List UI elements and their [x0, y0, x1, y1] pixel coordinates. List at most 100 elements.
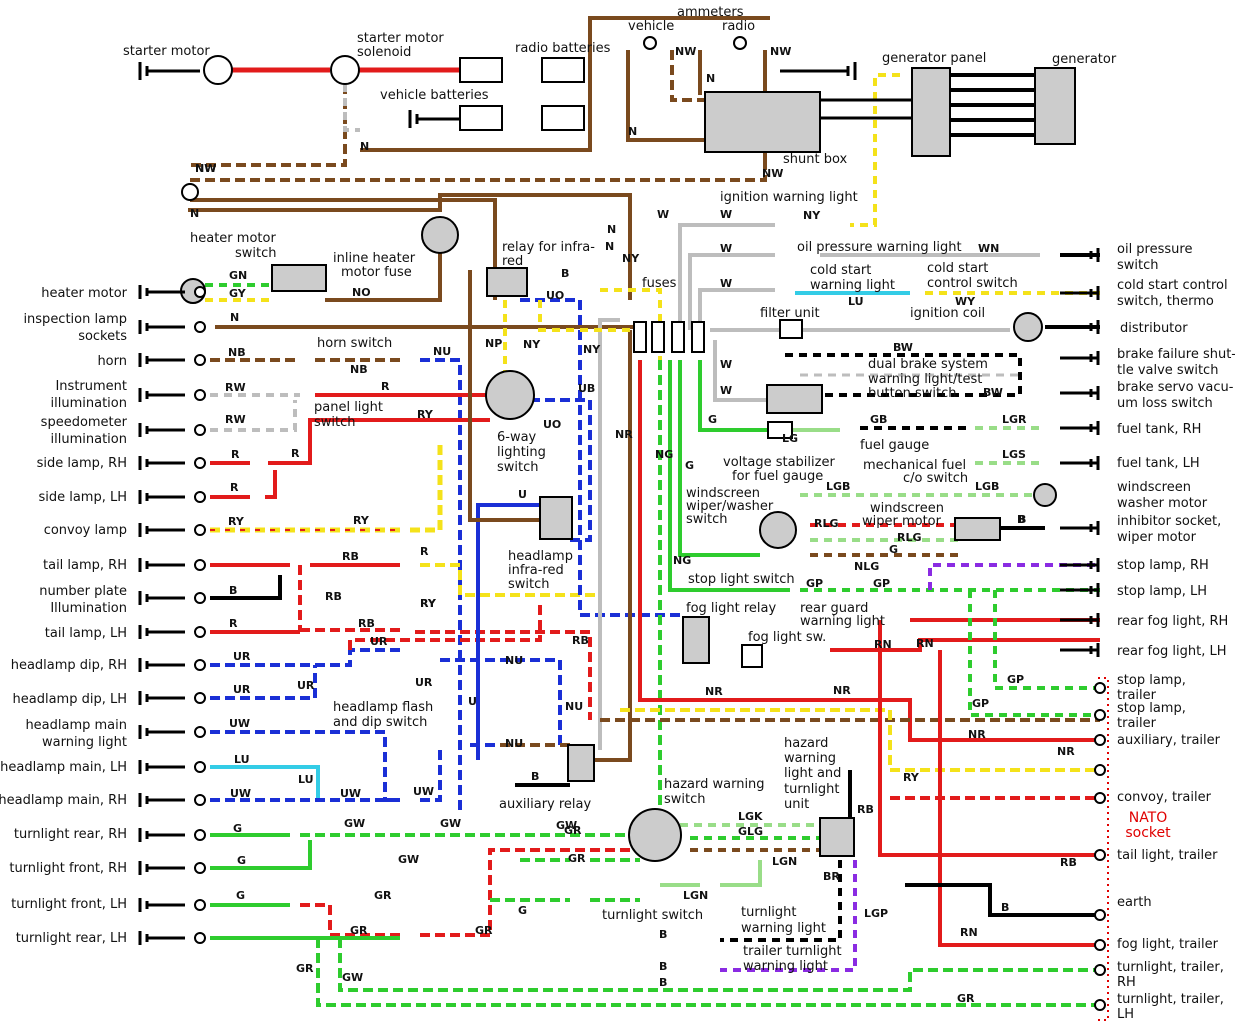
trailer-terminal-icon: [1094, 764, 1106, 776]
label-fog-switch: fog light sw.: [748, 630, 826, 645]
wire-code-label: W: [720, 384, 732, 397]
wire-code-label: NY: [803, 209, 821, 222]
earth-icon: [138, 828, 185, 842]
trailer-terminal-icon: [1094, 849, 1106, 861]
fuse-icon: [633, 321, 705, 353]
wire-code-label: RB: [358, 617, 375, 630]
wire-N-aux: [590, 330, 632, 762]
wire-code-label: GP: [972, 697, 989, 710]
wire-N-to-fuse: [188, 193, 632, 300]
earth-icon: [138, 793, 185, 807]
label-side-lamp-lh: side lamp, LH: [38, 490, 127, 505]
label-inline-fuse-2: motor fuse: [341, 265, 412, 280]
earth-icon: [138, 898, 185, 912]
earth-icon: [1060, 613, 1100, 627]
lamp-icon: [194, 862, 206, 874]
label-stop-trailer-1b: trailer: [1117, 688, 1157, 703]
label-aux-trailer: auxiliary, trailer: [1117, 733, 1221, 748]
wire-code-label: RN: [874, 638, 892, 651]
wire-code-label: LGR: [1002, 413, 1027, 426]
wire-code-label: NW: [195, 162, 216, 175]
aux-relay-icon: [567, 744, 595, 782]
label-fuel-gauge: fuel gauge: [860, 438, 929, 453]
wire-RY-convoy: [210, 440, 443, 533]
wire-GR-trailer: [316, 938, 1100, 1007]
label-hazard-unit-3: light and: [784, 766, 841, 781]
wire-code-label: WY: [955, 295, 976, 308]
terminal-layer: [138, 248, 1106, 1011]
wire-NO: [325, 250, 442, 302]
label-fuses: fuses: [642, 276, 677, 291]
label-side-lamp-rh: side lamp, RH: [37, 456, 127, 471]
wire-code-label: NG: [673, 554, 691, 567]
label-hazard-unit-2: warning: [784, 751, 836, 766]
label-starter-motor: starter motor: [123, 44, 210, 59]
wire-BR: [720, 860, 842, 942]
wire-code-label: UW: [413, 785, 434, 798]
label-instrument: Instrument: [55, 379, 127, 394]
label-hl-switch-2: infra-red: [508, 563, 564, 578]
earth-icon: [138, 691, 185, 705]
wire-code-label: LG: [782, 432, 798, 445]
label-fog-trailer: fog light, trailer: [1117, 937, 1219, 952]
earth-icon: [1060, 286, 1100, 300]
label-distributor: distributor: [1120, 321, 1188, 336]
lamp-icon: [194, 592, 206, 604]
label-inhibitor-socket: inhibitor socket,: [1117, 514, 1221, 529]
wire-code-label: UR: [233, 650, 251, 663]
wire-code-label: LGP: [864, 907, 888, 920]
wire-code-label: GR: [957, 992, 975, 1005]
wire-code-label: UR: [370, 635, 388, 648]
wire-code-label: UW: [229, 717, 250, 730]
brake-switch-icon: [766, 384, 823, 414]
wire-code-label: B: [1017, 513, 1025, 526]
shunt-box-icon: [704, 91, 821, 153]
wire-code-label: BW: [983, 386, 1003, 399]
ignition-switch-icon: [421, 216, 459, 254]
wire-GR-front-lh: [300, 903, 400, 937]
wire-code-label: NLG: [854, 560, 879, 573]
wire-GP-stop-rh: [928, 563, 1100, 590]
label-turnlight-front-lh: turnlight front, LH: [11, 897, 127, 912]
earth-icon: [138, 490, 185, 504]
wire-N-solenoid-2: [343, 84, 360, 132]
wire-W-aux: [598, 318, 620, 750]
label-brake-servo-2: um loss switch: [1117, 396, 1213, 411]
wire-code-label: B: [531, 770, 539, 783]
label-dual-brake: dual brake system: [868, 357, 988, 372]
wire-code-label: B: [659, 928, 667, 941]
label-panel-switch-2: switch: [314, 415, 356, 430]
wire-code-label: RY: [417, 408, 434, 421]
wire-code-label: UR: [297, 679, 315, 692]
trailer-terminal-icon: [1094, 999, 1106, 1011]
label-mech-fuel: mechanical fuel: [863, 458, 966, 473]
label-fuel-tank-lh: fuel tank, LH: [1117, 456, 1200, 471]
label-turnlight-switch: turnlight switch: [602, 908, 703, 923]
label-windscreen: windscreen: [1117, 480, 1191, 495]
label-starter-solenoid: starter motor: [357, 31, 444, 46]
earth-icon: [138, 760, 185, 774]
wire-code-label: GR: [374, 889, 392, 902]
label-vehicle-batteries: vehicle batteries: [380, 88, 489, 103]
wire-code-label: W: [720, 242, 732, 255]
wire-LGP: [720, 860, 857, 972]
wire-code-label: G: [518, 904, 527, 917]
wire-code-label: LGN: [772, 855, 797, 868]
earth-icon: [1060, 386, 1100, 400]
wire-code-label: N: [706, 72, 715, 85]
wire-code-label: G: [889, 543, 898, 556]
label-relay-infra: relay for infra-: [502, 240, 595, 255]
lamp-icon: [194, 932, 206, 944]
wire-code-label: GW: [556, 819, 577, 832]
earth-icon: [1060, 521, 1100, 535]
wire-N-ammeter: [626, 50, 720, 142]
heater-switch-icon: [271, 264, 327, 292]
label-tail-lamp-lh: tail lamp, LH: [45, 626, 127, 641]
wire-code-label: NU: [505, 654, 523, 667]
wire-code-label: G: [708, 413, 717, 426]
lamp-icon: [194, 761, 206, 773]
wire-code-label: NY: [622, 252, 640, 265]
label-radio: radio: [722, 19, 755, 34]
wire-code-label: R: [381, 380, 390, 393]
